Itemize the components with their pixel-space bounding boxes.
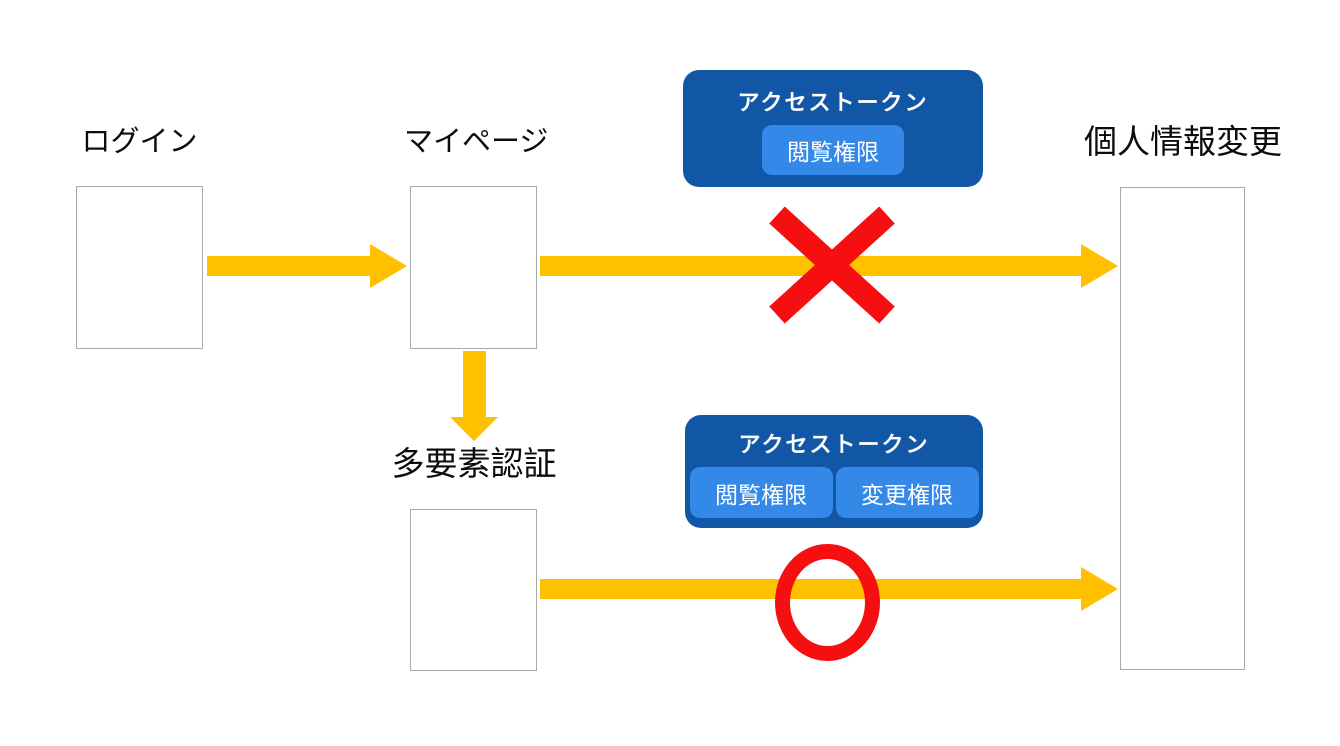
arrow-head [1081,567,1118,611]
arrow-login-to-mypage-icon [207,244,407,288]
arrow-shaft [540,579,1081,599]
permission-chip-row: 閲覧権限 [683,125,983,175]
arrow-mypage-to-mfa-icon [450,351,498,441]
arrow-shaft [462,351,486,417]
arrow-mypage-to-personal-info-icon [540,244,1118,288]
arrow-head [1081,244,1118,288]
node-box-personal-info-change [1120,187,1245,670]
arrow-head [370,244,407,288]
arrow-head [450,417,498,441]
node-box-mypage [410,186,537,349]
label-personal-info-change: 個人情報変更 [1084,123,1282,160]
label-mypage: マイページ [404,126,549,158]
allow-circle-icon [775,544,880,661]
arrow-shaft [540,256,1081,276]
access-token-title: アクセストークン [738,432,930,457]
permission-chip-view: 閲覧権限 [762,125,904,175]
permission-chip-row: 閲覧権限 変更権限 [685,467,983,518]
arrow-mfa-to-personal-info-icon [540,567,1118,611]
node-box-multi-factor-auth [410,509,537,671]
access-token-card-view-and-change: アクセストークン 閲覧権限 変更権限 [685,415,983,528]
label-login: ログイン [81,126,198,158]
permission-chip-change: 変更権限 [835,467,979,518]
arrow-shaft [207,256,370,276]
access-token-card-view-only: アクセストークン 閲覧権限 [683,70,983,187]
label-multi-factor-auth: 多要素認証 [391,445,557,482]
node-box-login [76,186,203,349]
access-token-title: アクセストークン [737,90,929,115]
deny-x-icon [769,206,895,324]
permission-chip-view: 閲覧権限 [689,467,833,518]
